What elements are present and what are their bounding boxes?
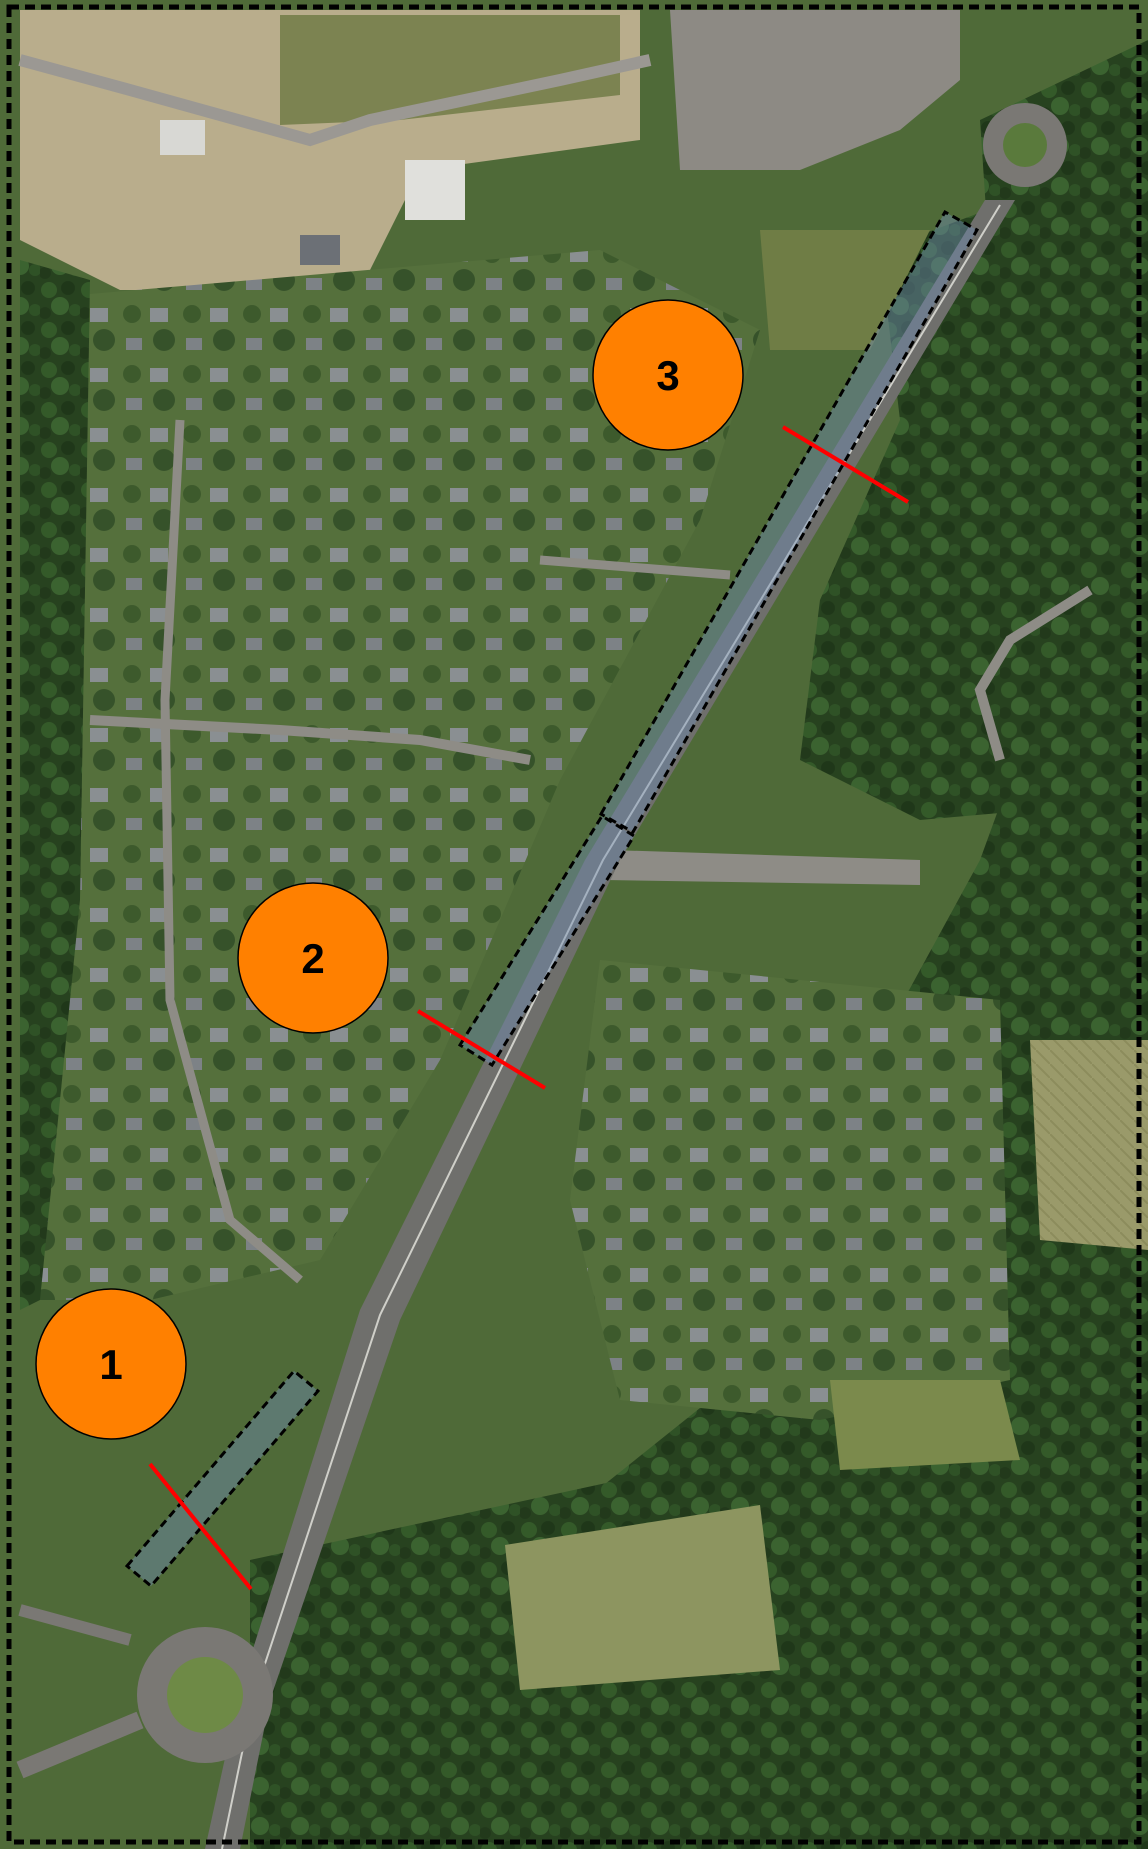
local-road — [160, 419, 303, 1284]
marker-2[interactable]: 2 — [237, 882, 389, 1034]
grass-north — [760, 230, 930, 350]
marker-circle — [35, 1288, 187, 1440]
local-road — [18, 54, 652, 147]
building-block — [160, 120, 205, 155]
local-road — [18, 1604, 132, 1646]
marker-1[interactable]: 1 — [35, 1288, 187, 1440]
corridor-section-2-3-upper — [598, 209, 980, 835]
section-line-1 — [148, 1462, 253, 1591]
parking-lot — [670, 10, 960, 170]
local-road — [974, 585, 1093, 762]
residential-area — [20, 250, 760, 1300]
marker-label: 2 — [301, 935, 324, 982]
local-road — [16, 1711, 144, 1779]
section-line-2 — [416, 1009, 547, 1090]
field-top — [280, 15, 620, 125]
bridge-road — [605, 850, 920, 885]
marker-label: 1 — [99, 1341, 122, 1388]
residential-area-east — [570, 960, 1010, 1420]
forest-upper-east — [800, 150, 1148, 820]
roundabout-island — [167, 1657, 243, 1733]
field-east — [1030, 1040, 1148, 1250]
marker-circle — [592, 299, 744, 451]
marker-circle — [237, 882, 389, 1034]
field-south — [505, 1505, 780, 1690]
local-road — [539, 555, 731, 580]
marker-label: 3 — [656, 352, 679, 399]
roundabout-island — [1003, 123, 1047, 167]
corridor-section-2-3-lower — [457, 813, 637, 1068]
field-southeast — [830, 1380, 1020, 1470]
marker-3[interactable]: 3 — [592, 299, 744, 451]
local-road — [89, 715, 531, 765]
tree-strip — [20, 260, 90, 1310]
corridor-section-1 — [124, 1368, 321, 1589]
building-block — [300, 235, 340, 265]
map-frame — [6, 4, 1142, 1845]
section-line-3 — [781, 425, 910, 504]
building-block — [405, 160, 465, 220]
